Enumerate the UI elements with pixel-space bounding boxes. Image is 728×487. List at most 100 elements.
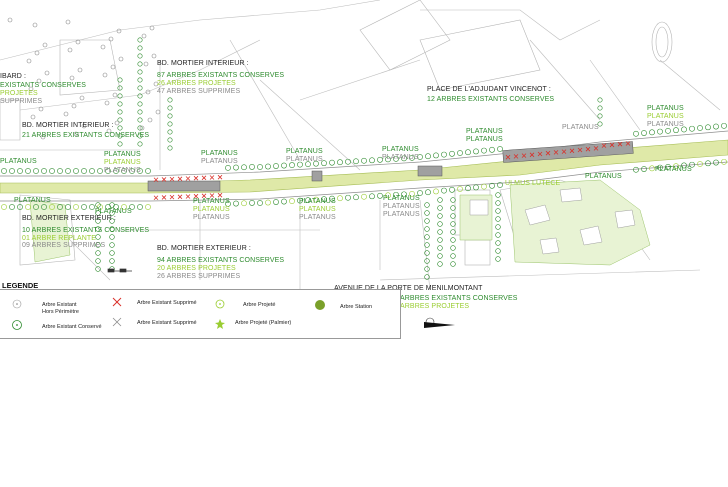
- legend-existing-kept: Arbre Existant Conservé: [42, 324, 102, 330]
- label-bard: IBARD :: [0, 73, 26, 80]
- existing-tree: [450, 245, 456, 251]
- removed-tree-mark: [609, 142, 615, 148]
- existing-tree: [145, 204, 151, 210]
- existing-tree: [137, 109, 143, 115]
- existing-tree: [137, 93, 143, 99]
- existing-tree: [289, 198, 295, 204]
- label-bd-mortier-int-2-l1: 21 ARBRES EXISTANTS CONSERVES: [22, 132, 150, 139]
- existing-tree: [437, 213, 443, 219]
- existing-tree: [257, 164, 263, 170]
- tramway-band: [0, 139, 728, 194]
- existing-tree: [665, 163, 671, 170]
- existing-tree: [109, 218, 115, 224]
- removed-tree-mark: [625, 141, 631, 146]
- existing-tree: [25, 204, 31, 210]
- existing-tree-outside: [147, 117, 153, 123]
- existing-tree: [697, 161, 703, 167]
- existing-tree: [105, 168, 111, 174]
- removed-tree-mark: [545, 150, 551, 156]
- existing-tree: [273, 163, 279, 169]
- building-footprints: [469, 187, 636, 255]
- existing-tree-outside: [110, 64, 116, 70]
- label-platanus: PLATANUS: [383, 203, 420, 210]
- existing-tree: [73, 168, 79, 174]
- existing-tree: [145, 168, 151, 174]
- removed-tree-mark: [193, 193, 199, 199]
- existing-tree: [353, 194, 359, 201]
- removed-tree-mark: [217, 192, 223, 198]
- legend-removed-red-icon: [112, 297, 122, 307]
- existing-tree: [437, 261, 443, 267]
- label-bd-mortier-int-2-title: BD. MORTIER INTERIEUR :: [22, 122, 114, 129]
- removed-tree-mark: [169, 194, 175, 200]
- existing-tree: [17, 204, 23, 210]
- existing-tree-outside: [116, 28, 122, 34]
- label-platanus: PLATANUS: [299, 206, 336, 213]
- existing-tree: [481, 147, 487, 154]
- existing-tree: [265, 199, 271, 206]
- existing-tree: [713, 159, 719, 166]
- existing-tree: [95, 266, 101, 272]
- existing-tree: [95, 258, 101, 264]
- existing-tree: [424, 202, 430, 208]
- existing-tree: [450, 205, 456, 211]
- existing-tree: [450, 197, 456, 203]
- existing-tree: [297, 161, 303, 168]
- existing-tree: [673, 163, 679, 170]
- removed-tree-mark: [593, 146, 599, 151]
- existing-tree: [369, 193, 375, 200]
- label-bd-mortier-int-1-l3: 47 ARBRES SUPPRIMES: [157, 88, 241, 95]
- existing-tree: [137, 45, 143, 51]
- existing-tree: [137, 141, 143, 147]
- existing-tree: [457, 186, 463, 192]
- tram-stations: [147, 141, 634, 192]
- legend-projected: Arbre Projeté: [243, 302, 276, 308]
- label-platanus: PLATANUS: [382, 154, 419, 161]
- existing-tree: [495, 256, 501, 262]
- existing-tree-outside: [71, 103, 77, 109]
- removed-tree-mark: [537, 151, 543, 157]
- existing-tree: [393, 191, 399, 198]
- existing-tree: [57, 204, 63, 210]
- label-platanus: PLATANUS: [193, 198, 230, 205]
- existing-tree-outside: [143, 61, 149, 67]
- legend-existing-outside-icon: [12, 299, 22, 309]
- existing-tree: [705, 124, 711, 131]
- existing-tree: [129, 204, 135, 210]
- legend-projected-icon: [215, 299, 225, 309]
- label-platanus: PLATANUS: [201, 158, 238, 165]
- existing-tree: [95, 234, 101, 240]
- legend-removed-gray: Arbre Existant Supprimé: [137, 320, 197, 326]
- existing-tree: [109, 258, 115, 264]
- existing-tree: [313, 196, 319, 203]
- existing-tree-outside: [28, 86, 34, 92]
- legend-projected-palm: Arbre Projeté (Palmier): [235, 320, 292, 326]
- removed-tree-mark: [209, 193, 215, 198]
- label-bd-mortier-ext-1-l2: 01 ARBRE REPLANTE: [22, 235, 97, 242]
- existing-tree: [329, 159, 335, 166]
- label-platanus: PLATANUS: [585, 173, 622, 180]
- existing-tree: [495, 200, 501, 206]
- existing-tree: [81, 204, 87, 210]
- removed-tree-mark: [177, 176, 183, 182]
- label-bd-mortier-int-1-l1: 87 ARBRES EXISTANTS CONSERVES: [157, 72, 285, 79]
- existing-tree-outside: [114, 120, 120, 126]
- existing-tree: [721, 122, 727, 129]
- existing-tree: [385, 156, 391, 163]
- existing-tree: [137, 133, 143, 139]
- existing-tree: [281, 198, 287, 205]
- existing-tree: [249, 164, 255, 170]
- removed-tree-mark: [185, 194, 191, 199]
- removed-tree-mark: [561, 149, 567, 154]
- existing-tree-outside: [30, 114, 36, 120]
- label-platanus: PLATANUS: [466, 136, 503, 143]
- removed-tree-mark: [521, 153, 527, 158]
- existing-tree: [1, 168, 7, 174]
- existing-tree-outside: [106, 128, 112, 134]
- existing-tree: [167, 129, 173, 135]
- existing-tree: [721, 158, 727, 165]
- existing-tree: [65, 204, 71, 210]
- label-conserves-left: EXISTANTS CONSERVES: [0, 82, 87, 89]
- existing-tree: [41, 168, 47, 174]
- existing-tree: [441, 151, 447, 158]
